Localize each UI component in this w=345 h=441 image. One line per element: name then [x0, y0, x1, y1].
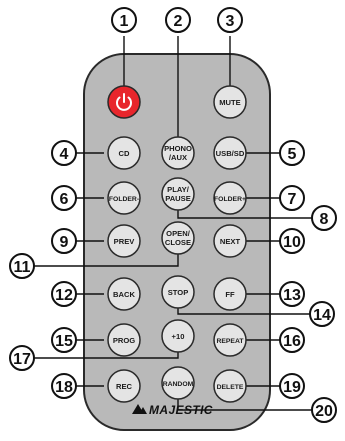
callout-5: 5 — [279, 140, 305, 166]
usb-sd-button[interactable]: USB/SD — [213, 136, 247, 170]
rec-button[interactable]: REC — [107, 369, 141, 403]
leader-line-20 — [177, 398, 312, 411]
usb-sd-label: USB/SD — [216, 149, 245, 158]
brand-mark-icon — [132, 404, 147, 414]
prog-button[interactable]: PROG — [107, 323, 141, 357]
svg-text:5: 5 — [288, 146, 297, 163]
callout-3: 3 — [217, 7, 243, 33]
leader-lines — [34, 36, 312, 411]
callout-8: 8 — [311, 205, 337, 231]
power-button[interactable] — [107, 85, 141, 119]
callout-4: 4 — [51, 140, 77, 166]
svg-text:18: 18 — [55, 379, 73, 396]
rec-label: REC — [116, 382, 133, 391]
open-close-button[interactable]: OPEN/ CLOSE — [161, 221, 195, 255]
svg-text:11: 11 — [14, 259, 31, 276]
callout-11: 11 — [9, 253, 35, 279]
callout-20: 20 — [311, 397, 337, 423]
callout-2: 2 — [165, 7, 191, 33]
svg-text:7: 7 — [288, 191, 297, 208]
svg-text:15: 15 — [55, 333, 73, 350]
open-close-label-line2: CLOSE — [165, 238, 191, 247]
phono-aux-label-line2: /AUX — [169, 153, 187, 162]
play-pause-label-line2: PAUSE — [165, 194, 191, 203]
delete-label: DELETE — [217, 384, 244, 391]
folder-plus-button[interactable]: FOLDER+ — [213, 181, 247, 215]
repeat-label: REPEAT — [216, 338, 244, 345]
svg-text:16: 16 — [283, 333, 301, 350]
callouts: 1 2 3 4 5 6 7 8 9 10 11 12 13 14 15 16 1… — [9, 7, 337, 423]
callout-9: 9 — [51, 228, 77, 254]
cd-label: CD — [119, 149, 130, 158]
svg-text:17: 17 — [13, 351, 31, 368]
random-button[interactable]: RANDOM — [161, 366, 195, 400]
random-label: RANDOM — [163, 381, 194, 388]
svg-text:9: 9 — [60, 234, 69, 251]
svg-text:19: 19 — [283, 379, 301, 396]
callout-12: 12 — [51, 281, 77, 307]
mute-button[interactable]: MUTE — [213, 85, 247, 119]
brand-logo: MAJESTIC — [132, 403, 213, 417]
back-label: BACK — [113, 290, 135, 299]
power-icon — [116, 93, 132, 111]
svg-text:13: 13 — [283, 287, 301, 304]
phono-aux-label-line1: PHONO — [164, 144, 192, 153]
svg-text:8: 8 — [320, 211, 329, 228]
callout-14: 14 — [309, 301, 335, 327]
svg-text:12: 12 — [55, 287, 73, 304]
callout-16: 16 — [279, 327, 305, 353]
folder-minus-button[interactable]: FOLDER- — [107, 181, 141, 215]
callout-10: 10 — [279, 228, 305, 254]
callout-7: 7 — [279, 185, 305, 211]
svg-text:4: 4 — [60, 146, 69, 163]
callout-1: 1 — [111, 7, 137, 33]
leader-line-14 — [177, 308, 310, 315]
stop-label: STOP — [168, 288, 189, 297]
svg-text:6: 6 — [60, 191, 69, 208]
svg-text:3: 3 — [226, 13, 235, 30]
callout-15: 15 — [51, 327, 77, 353]
leader-line-11 — [34, 254, 179, 267]
repeat-button[interactable]: REPEAT — [213, 323, 247, 357]
open-close-label-line1: OPEN/ — [166, 229, 191, 238]
callout-6: 6 — [51, 185, 77, 211]
mute-label: MUTE — [219, 98, 241, 107]
brand-name: MAJESTIC — [149, 403, 213, 417]
svg-text:2: 2 — [174, 13, 183, 30]
plus10-label: +10 — [172, 332, 185, 341]
next-button[interactable]: NEXT — [213, 224, 247, 258]
svg-text:10: 10 — [283, 234, 301, 251]
ff-label: FF — [225, 290, 235, 299]
folder-plus-label: FOLDER+ — [214, 196, 246, 203]
next-label: NEXT — [220, 237, 241, 246]
svg-text:1: 1 — [120, 13, 129, 30]
callout-13: 13 — [279, 281, 305, 307]
ff-button[interactable]: FF — [213, 277, 247, 311]
phono-aux-button[interactable]: PHONO /AUX — [161, 136, 195, 170]
stop-button[interactable]: STOP — [161, 275, 195, 309]
prev-button[interactable]: PREV — [107, 224, 141, 258]
callout-18: 18 — [51, 373, 77, 399]
play-pause-button[interactable]: PLAY/ PAUSE — [161, 177, 195, 211]
back-button[interactable]: BACK — [107, 277, 141, 311]
cd-button[interactable]: CD — [107, 136, 141, 170]
svg-text:14: 14 — [313, 307, 331, 324]
callout-17: 17 — [9, 345, 35, 371]
delete-button[interactable]: DELETE — [213, 369, 247, 403]
svg-text:20: 20 — [315, 403, 333, 420]
callout-19: 19 — [279, 373, 305, 399]
play-pause-label-line1: PLAY/ — [167, 185, 190, 194]
folder-minus-label: FOLDER- — [109, 196, 139, 203]
prev-label: PREV — [114, 237, 136, 246]
plus10-button[interactable]: +10 — [161, 319, 195, 353]
leader-line-17 — [34, 352, 179, 359]
leader-line-8 — [177, 210, 312, 219]
prog-label: PROG — [113, 336, 135, 345]
